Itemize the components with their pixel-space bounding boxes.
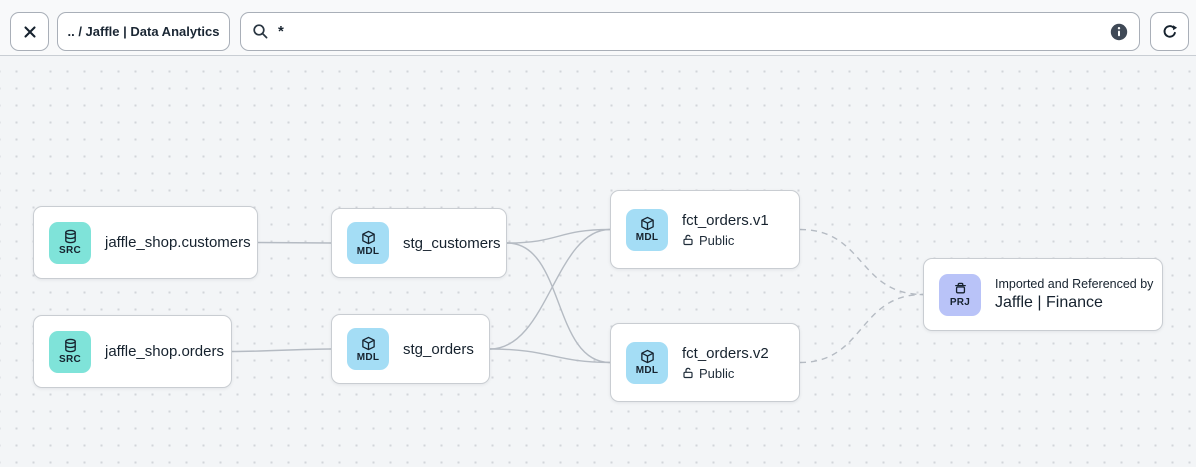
database-icon — [64, 229, 76, 244]
cube-icon — [361, 336, 375, 350]
access-label: Public — [699, 365, 735, 381]
node-type-badge: MDL — [635, 365, 659, 376]
unlock-icon — [682, 367, 694, 379]
node-title: jaffle_shop.orders — [105, 343, 224, 360]
node-type-badge: MDL — [356, 245, 380, 257]
archive-icon — [954, 282, 966, 294]
node-access: Public — [682, 233, 769, 248]
model-icon: MDL — [347, 328, 389, 370]
source-icon: SRC — [49, 221, 91, 264]
unlock-icon — [682, 234, 694, 246]
breadcrumb[interactable]: .. / Jaffle | Data Analytics — [57, 12, 230, 51]
node-access: Public — [682, 366, 769, 381]
node-type-badge: SRC — [58, 354, 81, 365]
refresh-icon — [1161, 23, 1179, 41]
node-model-stg-orders[interactable]: MDL stg_orders — [331, 314, 490, 384]
node-model-fct-orders-v2[interactable]: MDL fct_orders.v2 Public — [610, 323, 800, 402]
close-button[interactable] — [10, 12, 49, 51]
source-icon: SRC — [49, 330, 91, 373]
node-model-fct-orders-v1[interactable]: MDL fct_orders.v1 Public — [610, 190, 800, 269]
cube-icon — [640, 216, 654, 231]
node-type-badge: MDL — [356, 351, 380, 363]
node-title: fct_orders.v2 — [682, 344, 769, 362]
node-type-badge: PRJ — [949, 297, 971, 308]
toolbar: .. / Jaffle | Data Analytics — [0, 0, 1196, 56]
refresh-button[interactable] — [1150, 12, 1189, 51]
node-title: jaffle_shop.customers — [105, 234, 251, 251]
database-icon — [64, 338, 76, 353]
cube-icon — [640, 349, 654, 364]
info-icon[interactable] — [1110, 23, 1128, 41]
model-icon: MDL — [626, 208, 668, 251]
model-icon: MDL — [347, 222, 389, 264]
node-title: stg_orders — [403, 340, 474, 358]
close-icon — [23, 25, 37, 39]
node-subtitle: Imported and Referenced by — [995, 277, 1154, 291]
cube-icon — [361, 230, 375, 244]
node-type-badge: MDL — [635, 232, 659, 243]
node-source-jaffle-shop-orders[interactable]: SRC jaffle_shop.orders — [33, 315, 232, 388]
access-label: Public — [699, 232, 735, 248]
node-title: stg_customers — [403, 234, 501, 252]
project-icon: PRJ — [939, 273, 981, 316]
node-type-badge: SRC — [58, 245, 81, 256]
node-title: Jaffle | Finance — [995, 294, 1103, 311]
search-box — [240, 12, 1140, 51]
model-icon: MDL — [626, 341, 668, 384]
node-project-jaffle-finance[interactable]: PRJ Imported and Referenced by Jaffle | … — [923, 258, 1163, 331]
search-icon — [252, 23, 269, 40]
node-title: fct_orders.v1 — [682, 211, 769, 229]
search-input[interactable] — [278, 23, 1101, 40]
node-model-stg-customers[interactable]: MDL stg_customers — [331, 208, 507, 278]
breadcrumb-label: .. / Jaffle | Data Analytics — [67, 24, 220, 39]
node-source-jaffle-shop-customers[interactable]: SRC jaffle_shop.customers — [33, 206, 258, 279]
